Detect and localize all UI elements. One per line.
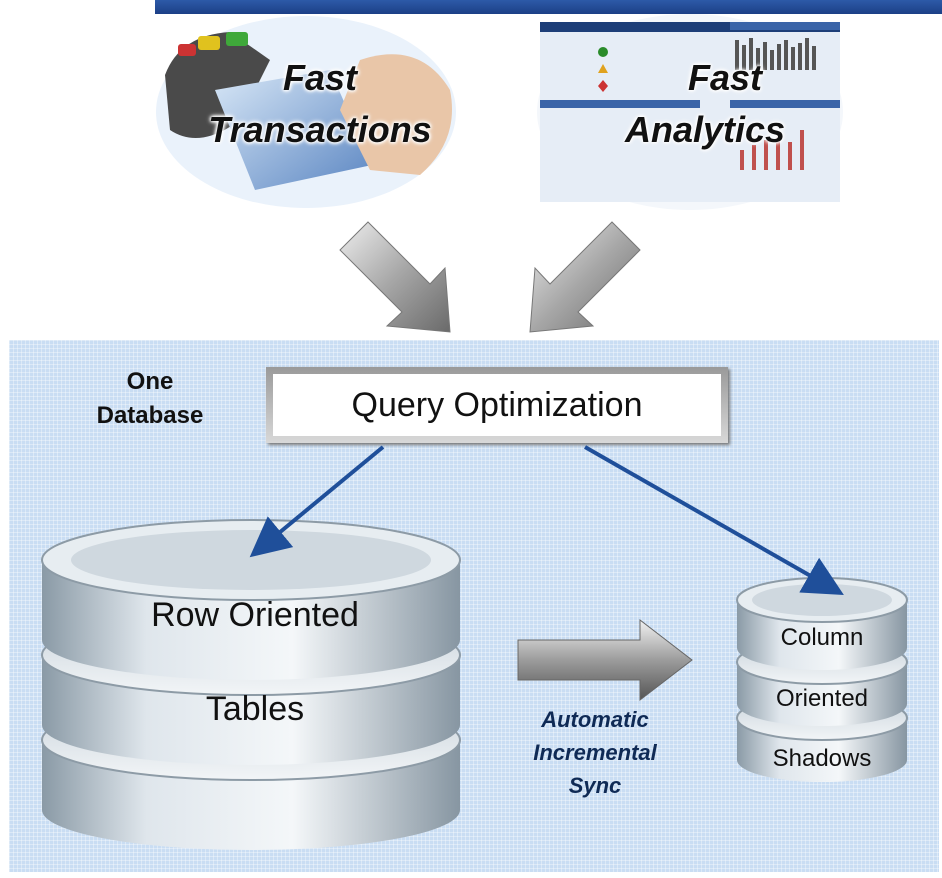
one-database-line-1: One xyxy=(126,368,174,395)
row-store-line-2: Tables xyxy=(205,690,305,728)
analytics-line-1: Fast xyxy=(687,57,763,98)
row-store-cylinder xyxy=(41,519,461,850)
sync-line-1: Automatic xyxy=(541,707,649,732)
sync-line-2: Incremental xyxy=(533,740,657,765)
row-store-line-1: Row Oriented xyxy=(151,596,359,634)
transactions-line-2: Transactions xyxy=(208,109,432,150)
optimizer-to-column-arrow xyxy=(584,445,844,595)
sync-line-3: Sync xyxy=(568,773,622,798)
column-store-cylinder xyxy=(736,577,908,782)
sync-label: Automatic Incremental Sync xyxy=(500,703,690,802)
analytics-image xyxy=(537,14,843,210)
left-down-arrow xyxy=(339,221,451,333)
query-optimization-box: Query Optimization xyxy=(266,367,728,443)
one-database-line-2: Database xyxy=(96,402,204,429)
transactions-image xyxy=(156,16,456,208)
fast-analytics-label: Fast Analytics xyxy=(605,52,805,156)
column-store-line-3: Shadows xyxy=(772,745,872,772)
analytics-line-2: Analytics xyxy=(624,109,786,150)
top-banner-strip xyxy=(155,0,942,14)
column-store-line-1: Column xyxy=(780,624,864,651)
transactions-line-1: Fast xyxy=(282,57,358,98)
sync-arrow xyxy=(517,618,693,702)
column-store-line-2: Oriented xyxy=(775,685,869,712)
right-down-arrow xyxy=(529,221,641,333)
query-optimization-label: Query Optimization xyxy=(273,374,721,436)
optimizer-to-row-arrow xyxy=(249,445,385,558)
one-database-label: One Database xyxy=(70,365,230,433)
fast-transactions-label: Fast Transactions xyxy=(190,52,450,156)
